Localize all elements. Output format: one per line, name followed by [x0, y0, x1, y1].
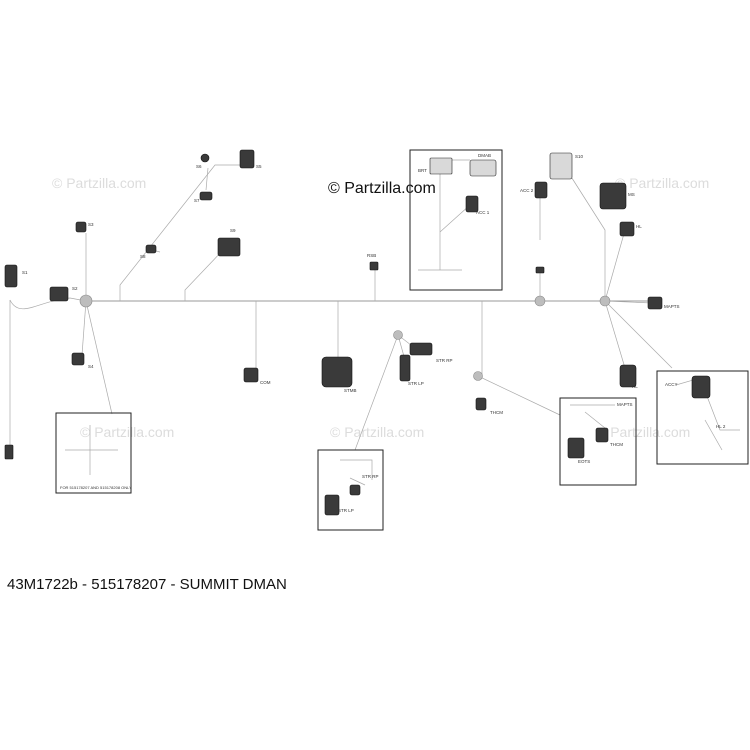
connector-battery-icon: [4, 444, 14, 460]
connector-s1-icon: [4, 264, 18, 288]
detail-box-bottom-right: [559, 397, 637, 486]
detail-box-bottom-center: [317, 449, 384, 531]
connector-dmab-icon: [469, 159, 497, 177]
junction-steering: [393, 330, 403, 340]
label-accy: ACCY: [665, 382, 678, 387]
connector-eots-icon: [567, 437, 585, 459]
connector-str-rp2-icon: [349, 484, 361, 496]
detail-box-top-center: [409, 149, 503, 291]
label-eots: EOTS: [578, 459, 590, 464]
connector-s3-icon: [75, 221, 87, 233]
junction-throttle: [473, 371, 483, 381]
connector-stmb-icon: [321, 356, 353, 388]
label-mapts2: MAPTS: [617, 402, 633, 407]
label-s5: S5: [256, 164, 262, 169]
label-s4: S4: [88, 364, 94, 369]
label-str-rp2: STR RP: [362, 474, 379, 479]
connector-acc2-icon: [534, 181, 548, 199]
watermark-mid-right: © Partzilla.com: [596, 424, 690, 440]
box-note-text: FOR 515178207 AND 515178208 ONLY: [60, 485, 132, 490]
label-dmab: DMAB: [478, 153, 491, 158]
label-hl: HL: [636, 224, 642, 229]
connector-labels: S1 S2 S3 S4 S5 S6 S7 S8 S9 COM STMB RSB …: [22, 153, 726, 513]
label-thcm2: THCM: [610, 442, 623, 447]
detail-box-left: [55, 412, 132, 494]
label-str-lp: STR LP: [408, 381, 424, 386]
connector-hl-icon: [619, 221, 635, 237]
junction-left: [79, 294, 93, 308]
connector-s5-icon: [239, 149, 255, 169]
connector-s8-icon: [145, 244, 157, 254]
label-com: COM: [260, 380, 271, 385]
label-hl3: HL 2: [716, 424, 726, 429]
detail-box-far-right: [656, 370, 749, 465]
connector-hl2-icon: [619, 364, 637, 388]
label-stmb: STMB: [344, 388, 357, 393]
connector-str-lp2-icon: [324, 494, 340, 516]
label-s6: S6: [196, 164, 202, 169]
connector-accy-icon: [691, 375, 711, 399]
connector-com-icon: [243, 367, 259, 383]
connector-thcm-icon: [475, 397, 487, 411]
label-hl2: HL: [632, 384, 638, 389]
connectors: [4, 149, 711, 516]
label-ms: MS: [628, 192, 635, 197]
watermark-mid-center: © Partzilla.com: [330, 424, 424, 440]
connector-s7-icon: [199, 191, 213, 201]
watermark-top-left: © Partzilla.com: [52, 175, 146, 191]
label-s7: S7: [194, 198, 200, 203]
connector-rsb-icon: [369, 261, 379, 271]
label-thcm: THCM: [490, 410, 503, 415]
label-brt: BRT: [418, 168, 427, 173]
label-s3: S3: [88, 222, 94, 227]
connector-str-rp-icon: [409, 342, 433, 356]
junction-right-2: [599, 295, 611, 307]
connector-acc-icon: [465, 195, 479, 213]
connector-s2-icon: [49, 286, 69, 302]
connector-mapts-icon: [647, 296, 663, 310]
main-trunk: [9, 159, 673, 452]
connector-s9-icon: [217, 237, 241, 257]
label-s1: S1: [22, 270, 28, 275]
connector-ms-icon: [599, 182, 627, 210]
junction-right-1: [534, 295, 546, 307]
connector-thcm2-icon: [595, 427, 609, 443]
label-rsb: RSB: [367, 253, 376, 258]
label-str-rp: STR RP: [436, 358, 453, 363]
brand-logo-text: © Partzilla.com: [328, 180, 436, 197]
watermark-top-right: © Partzilla.com: [615, 175, 709, 191]
label-acc2: ACC 2: [520, 188, 534, 193]
label-s8: S8: [140, 254, 146, 259]
label-s2: S2: [72, 286, 78, 291]
connector-brt-icon: [429, 157, 453, 175]
label-mapts: MAPTS: [664, 304, 680, 309]
connector-str-lp-icon: [399, 354, 411, 382]
label-str-lp2: STR LP: [338, 508, 354, 513]
watermark-mid-left: © Partzilla.com: [80, 424, 174, 440]
connector-s4-icon: [71, 352, 85, 366]
connector-acc2-plug-icon: [535, 266, 545, 274]
connector-s6-icon: [200, 153, 210, 163]
diagram-caption: 43M1722b - 515178207 - SUMMIT DMAN: [7, 576, 287, 593]
connector-s10-icon: [549, 152, 573, 180]
label-s9: S9: [230, 228, 236, 233]
label-acc: ACC 1: [476, 210, 490, 215]
label-s10: S10: [575, 154, 584, 159]
